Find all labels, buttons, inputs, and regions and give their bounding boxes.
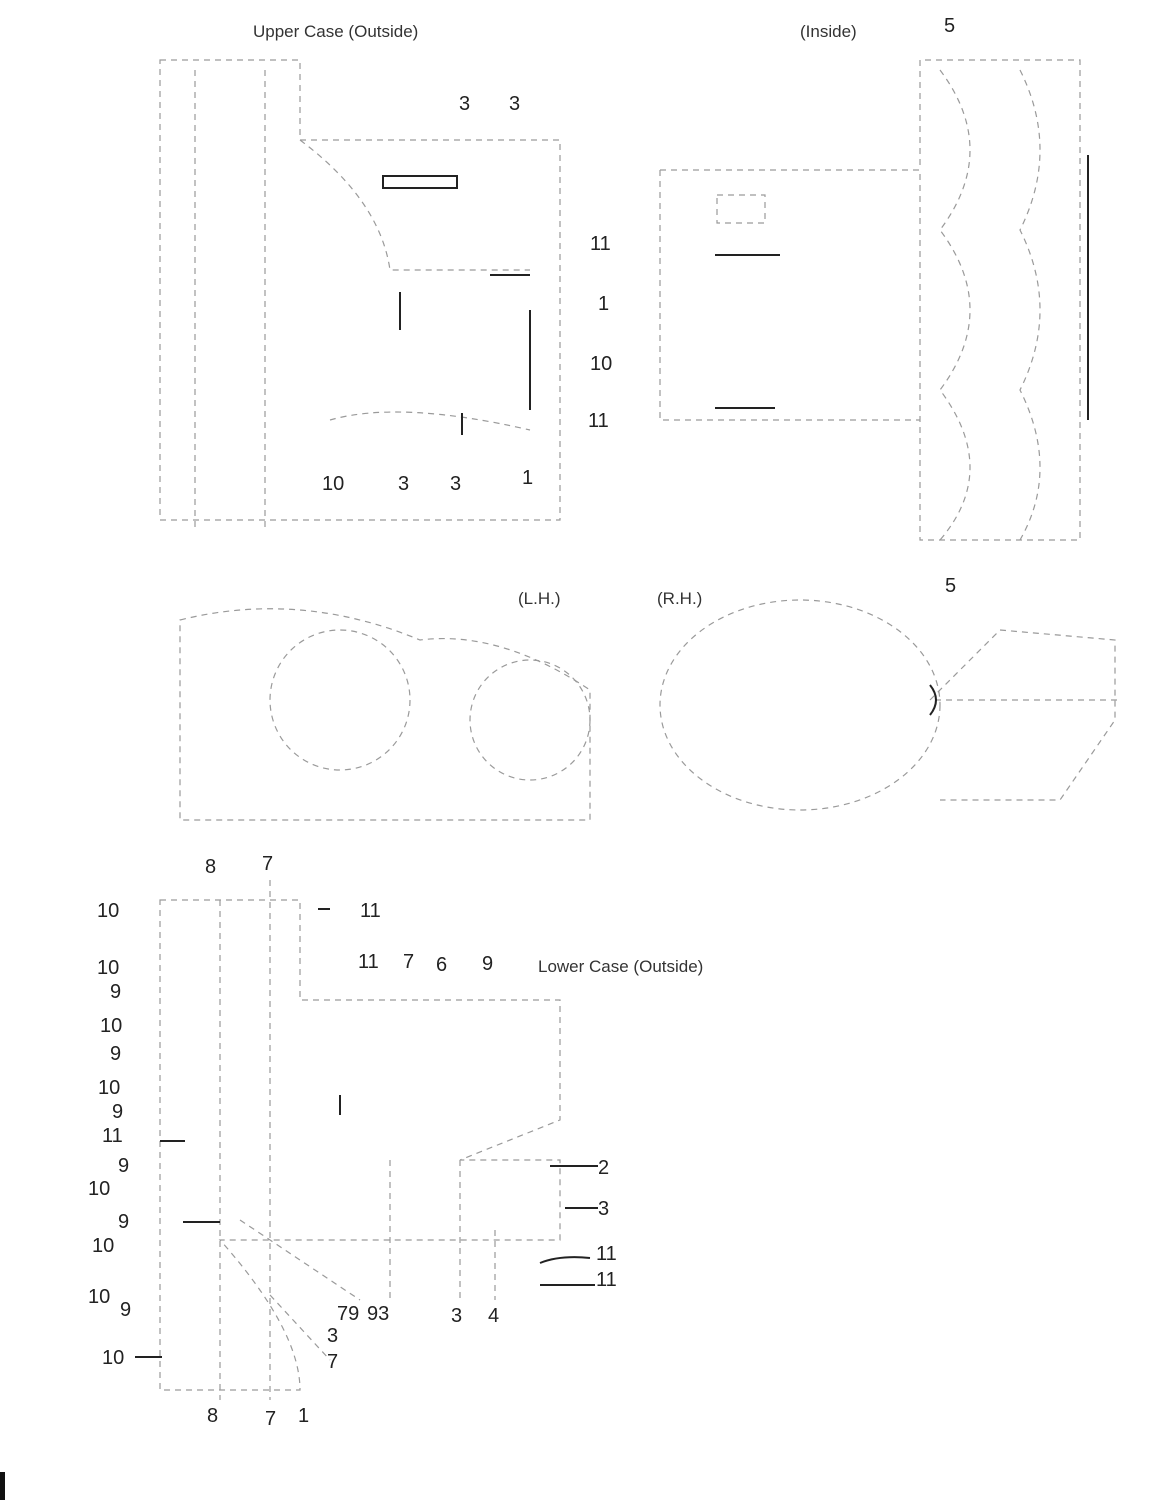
part-callout: 10 bbox=[97, 900, 119, 922]
part-callout: 9 bbox=[118, 1211, 129, 1233]
part-callout: 9 bbox=[110, 981, 121, 1003]
part-callout: 93 bbox=[367, 1303, 389, 1325]
lower-case-outside-drawing bbox=[135, 880, 598, 1400]
part-callout: 9 bbox=[110, 1043, 121, 1065]
part-callout: 3 bbox=[398, 473, 409, 495]
part-callout: 8 bbox=[205, 856, 216, 878]
part-callout: 11 bbox=[596, 1243, 617, 1265]
part-callout: 10 bbox=[98, 1077, 120, 1099]
part-callout: 2 bbox=[598, 1157, 609, 1179]
caption-upper-case-inside: (Inside) bbox=[800, 22, 857, 41]
part-callout: 10 bbox=[97, 957, 119, 979]
part-callout: 1 bbox=[298, 1405, 309, 1427]
part-callout: 6 bbox=[436, 954, 447, 976]
part-callout: 11 bbox=[360, 900, 381, 922]
caption-left-hand: (L.H.) bbox=[518, 589, 561, 608]
part-callout: 10 bbox=[590, 353, 612, 375]
part-callout: 9 bbox=[120, 1299, 131, 1321]
part-callout: 3 bbox=[509, 93, 520, 115]
part-callout: 79 bbox=[337, 1303, 359, 1325]
part-callout: 10 bbox=[100, 1015, 122, 1037]
upper-case-outside-drawing bbox=[159, 59, 561, 530]
caption-right-hand: (R.H.) bbox=[657, 589, 702, 608]
part-callout: 3 bbox=[327, 1325, 338, 1347]
part-callout: 10 bbox=[88, 1286, 110, 1308]
part-callout: 3 bbox=[451, 1305, 462, 1327]
part-callout: 9 bbox=[118, 1155, 129, 1177]
part-callout: 11 bbox=[596, 1269, 617, 1291]
caption-lower-case-outside: Lower Case (Outside) bbox=[538, 957, 703, 976]
part-callout: 7 bbox=[265, 1408, 276, 1430]
part-callout: 1 bbox=[522, 467, 533, 489]
part-callout: 10 bbox=[322, 473, 344, 495]
part-callout: 7 bbox=[403, 951, 414, 973]
part-callout: 3 bbox=[598, 1198, 609, 1220]
part-callout: 11 bbox=[588, 410, 609, 432]
part-callout: 11 bbox=[358, 951, 379, 973]
part-callout: 11 bbox=[590, 233, 611, 255]
part-callout: 9 bbox=[482, 953, 493, 975]
left-hand-side-drawing bbox=[179, 608, 591, 821]
part-callout: 5 bbox=[945, 575, 956, 597]
right-hand-side-drawing bbox=[659, 599, 1118, 811]
page-edge-mark bbox=[0, 1472, 5, 1500]
part-callout: 11 bbox=[102, 1125, 123, 1147]
caption-upper-case-outside: Upper Case (Outside) bbox=[253, 22, 418, 41]
part-callout: 9 bbox=[112, 1101, 123, 1123]
part-callout: 3 bbox=[459, 93, 470, 115]
part-callout: 10 bbox=[102, 1347, 124, 1369]
part-callout: 4 bbox=[488, 1305, 499, 1327]
part-callout: 5 bbox=[944, 15, 955, 37]
part-callout: 1 bbox=[598, 293, 609, 315]
part-callout: 8 bbox=[207, 1405, 218, 1427]
part-callout: 3 bbox=[450, 473, 461, 495]
latch-plate bbox=[382, 175, 458, 189]
part-callout: 10 bbox=[92, 1235, 114, 1257]
part-callout: 7 bbox=[262, 853, 273, 875]
part-callout: 10 bbox=[88, 1178, 110, 1200]
upper-case-inside-drawing bbox=[659, 59, 1089, 541]
part-callout: 7 bbox=[327, 1351, 338, 1373]
